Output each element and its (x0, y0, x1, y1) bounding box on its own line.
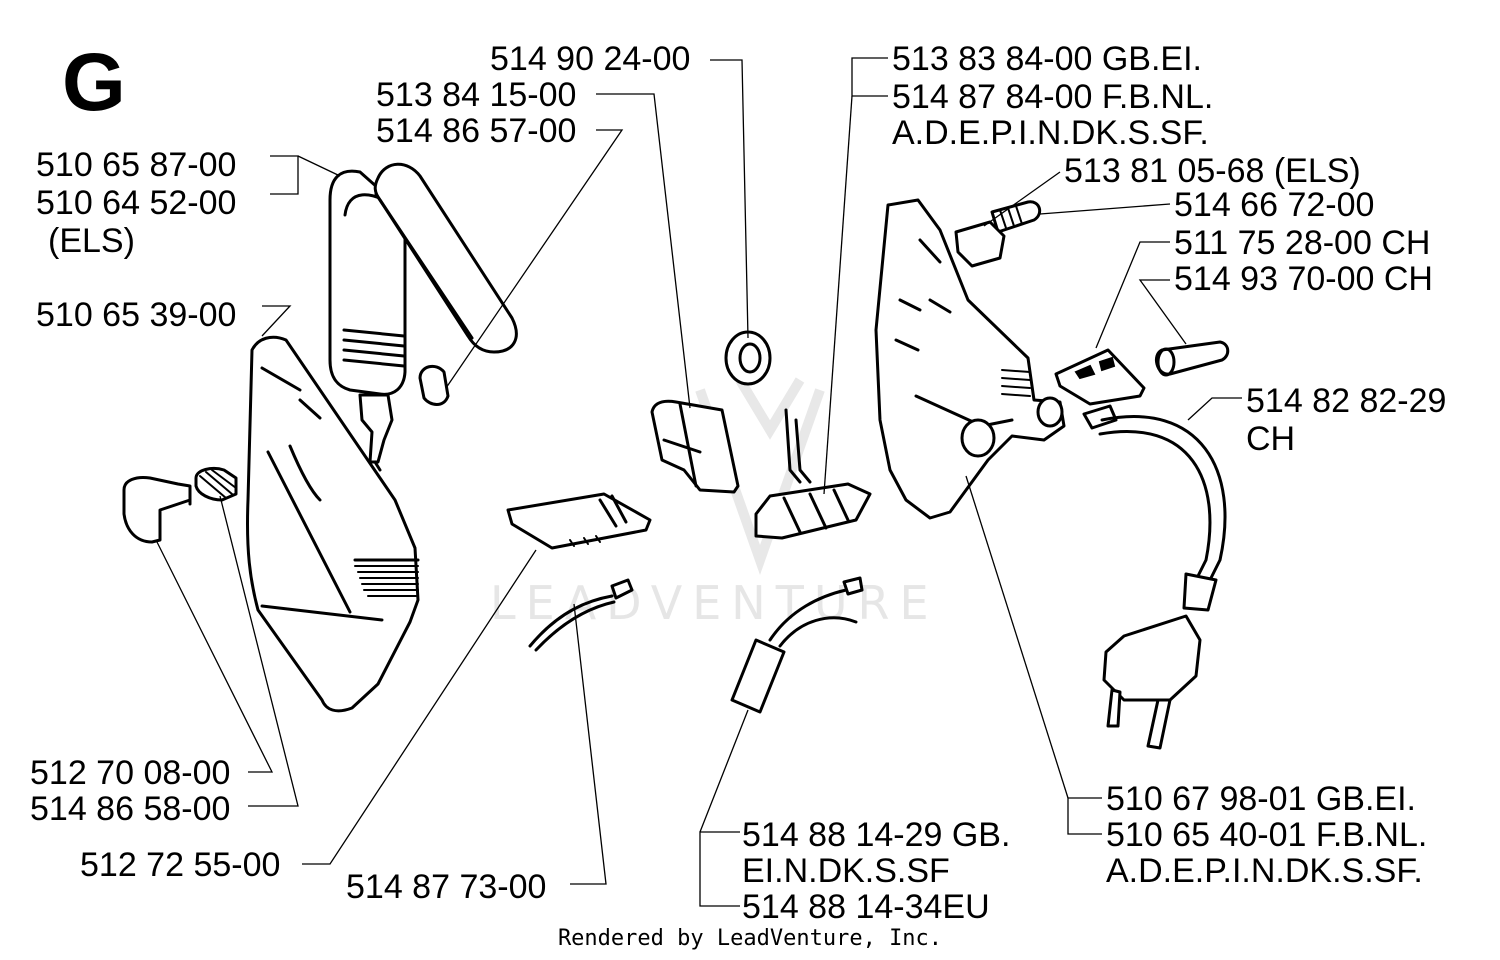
power-cord (1098, 415, 1227, 750)
leader-lines (155, 57, 1242, 907)
part-label: 514 87 84-00 F.B.NL. (892, 78, 1214, 116)
wire-harness-large (730, 576, 864, 714)
hose-clip (418, 364, 450, 406)
cord-sleeve (1154, 340, 1230, 377)
part-label: A.D.E.P.I.N.DK.S.SF. (1106, 852, 1423, 890)
part-label: 514 90 24-00 (490, 40, 691, 78)
part-label: A.D.E.P.I.N.DK.S.SF. (892, 114, 1209, 152)
part-label: 514 86 57-00 (376, 112, 577, 150)
part-label: 510 64 52-00 (36, 184, 237, 222)
part-label: 514 93 70-00 CH (1174, 260, 1433, 298)
bushing (724, 330, 772, 386)
part-label: 510 65 40-01 F.B.NL. (1106, 816, 1428, 854)
switch-plate (506, 492, 652, 550)
terminal-switch (754, 408, 872, 540)
square-nut (954, 220, 1006, 268)
part-label: 510 65 39-00 (36, 296, 237, 334)
pump-shaft (358, 393, 394, 472)
part-label: 513 81 05-68 (ELS) (1064, 152, 1361, 190)
cap-spring (194, 466, 238, 502)
part-label: 514 66 72-00 (1174, 186, 1375, 224)
filler-tube (328, 169, 407, 396)
screw (990, 200, 1042, 234)
part-label: 512 72 55-00 (80, 846, 281, 884)
part-label: (ELS) (48, 222, 135, 260)
switch-block (650, 399, 740, 494)
section-letter: G (62, 37, 126, 128)
oil-tank (245, 335, 420, 713)
part-label: 510 65 87-00 (36, 146, 237, 184)
part-label: 512 70 08-00 (30, 754, 231, 792)
part-label: 514 82 82-29 (1246, 382, 1447, 420)
part-label: CH (1246, 420, 1296, 458)
part-label: 513 84 15-00 (376, 76, 577, 114)
part-label: 510 67 98-01 GB.EI. (1106, 780, 1416, 818)
oil-hose (373, 162, 518, 354)
cord-clamp (1054, 348, 1146, 430)
render-credit: Rendered by LeadVenture, Inc. (557, 926, 943, 951)
tank-cap (122, 476, 192, 544)
part-label: 511 75 28-00 CH (1174, 224, 1431, 262)
part-label: 514 86 58-00 (30, 790, 231, 828)
part-label: 514 88 14-34EU (742, 888, 990, 926)
wire-harness-small (528, 578, 634, 652)
part-label: 513 83 84-00 GB.EI. (892, 40, 1202, 78)
handle-housing (874, 198, 1066, 520)
part-label: EI.N.DK.S.SF (742, 852, 950, 890)
part-label: 514 88 14-29 GB. (742, 816, 1011, 854)
part-label: 514 87 73-00 (346, 868, 547, 906)
